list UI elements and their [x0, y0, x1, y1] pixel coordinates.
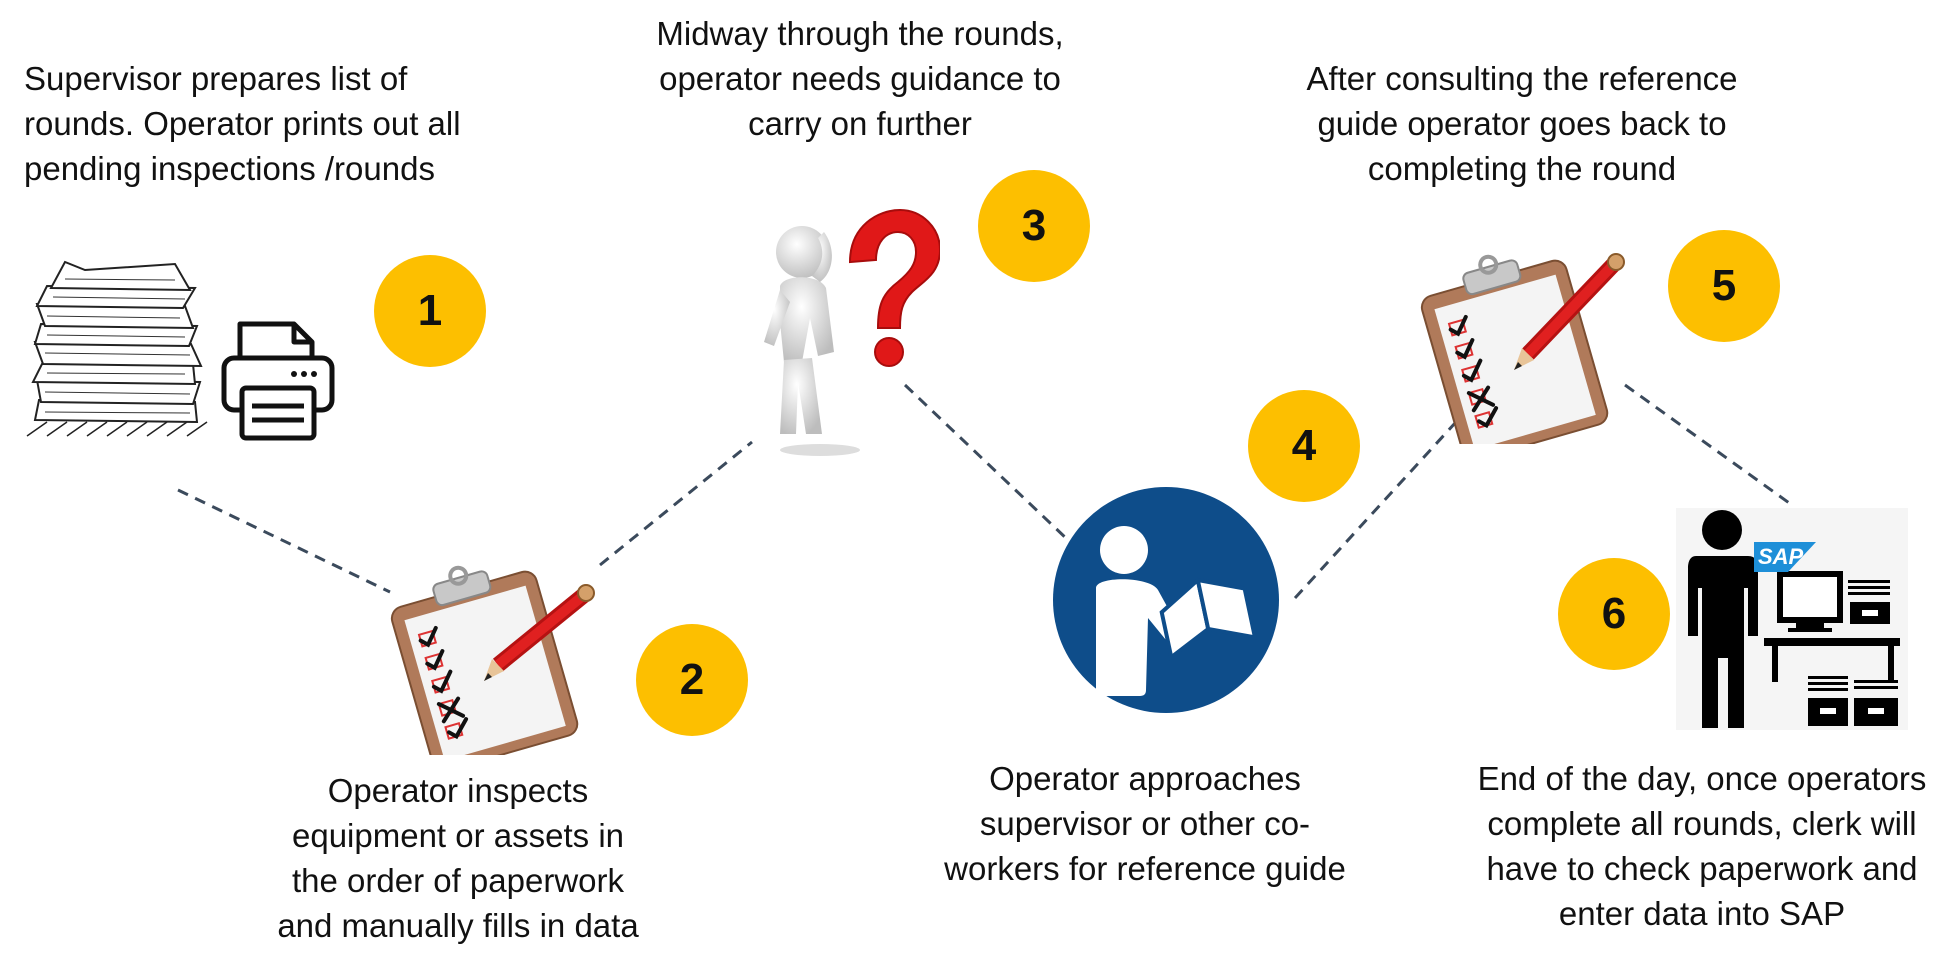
question-person-icon — [764, 208, 940, 456]
sap-logo: SAP — [1758, 544, 1804, 569]
step-5-caption: After consulting the reference guide ope… — [1306, 60, 1738, 187]
step-2-badge: 2 — [636, 624, 748, 736]
paper-stack-icon — [26, 260, 208, 437]
step-1-caption: Supervisor prepares list of rounds. Oper… — [24, 60, 461, 187]
connector-5-6 — [1624, 383, 1793, 507]
printer-icon — [221, 321, 335, 441]
step-4-caption: Operator approaches supervisor or other … — [944, 760, 1346, 887]
step-6-caption: End of the day, once operators complete … — [1477, 760, 1927, 932]
clerk-sap-workstation-icon: SAP — [1676, 508, 1908, 730]
clipboard-checklist-icon — [390, 565, 595, 755]
step-3-badge: 3 — [978, 170, 1090, 282]
step-1-badge: 1 — [374, 255, 486, 367]
connector-2-3 — [599, 440, 753, 567]
step-5-badge: 5 — [1668, 230, 1780, 342]
reference-guide-icon — [1053, 487, 1279, 713]
step-2-caption: Operator inspects equipment or assets in… — [277, 772, 639, 944]
step-3-caption: Midway through the rounds, operator need… — [656, 15, 1064, 142]
clipboard-checklist-icon — [1420, 253, 1625, 444]
connector-4-5 — [1293, 396, 1480, 600]
step-4-badge: 4 — [1248, 390, 1360, 502]
step-6-badge: 6 — [1558, 558, 1670, 670]
connector-1-2 — [177, 488, 391, 594]
